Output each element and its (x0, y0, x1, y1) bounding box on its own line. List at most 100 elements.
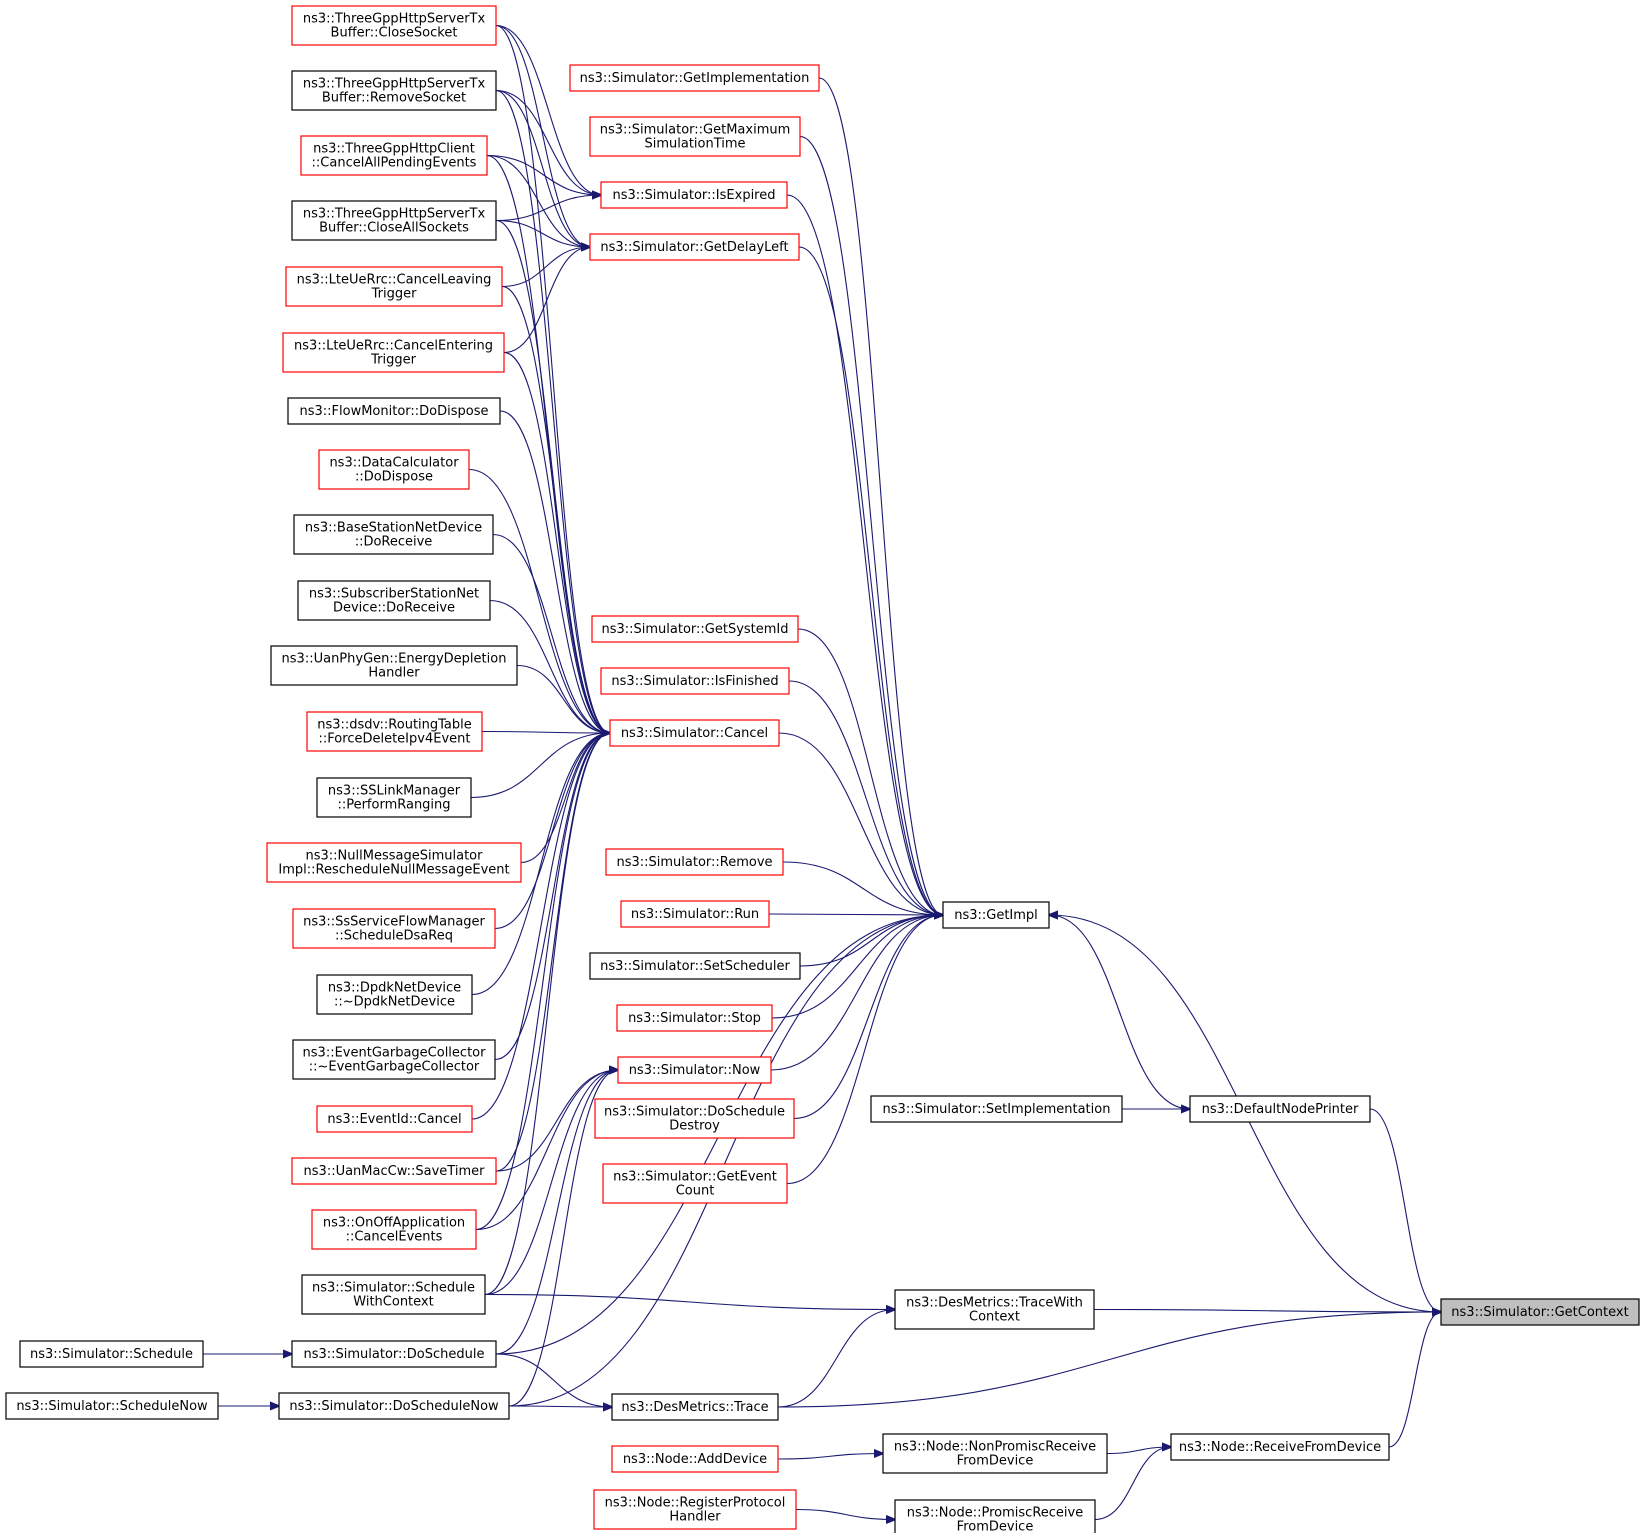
node-box[interactable] (882, 1433, 1108, 1474)
node-stop[interactable]: ns3::Simulator::Stop (616, 1004, 773, 1032)
node-setScheduler[interactable]: ns3::Simulator::SetScheduler (589, 952, 801, 980)
node-addDevice[interactable]: ns3::Node::AddDevice (611, 1445, 779, 1473)
node-box[interactable] (602, 1163, 788, 1204)
node-box[interactable] (19, 1340, 204, 1368)
node-doScheduleNow[interactable]: ns3::Simulator::DoScheduleNow (278, 1392, 510, 1420)
node-eventIdCancel[interactable]: ns3::EventId::Cancel (316, 1105, 473, 1133)
node-isFinished[interactable]: ns3::Simulator::IsFinished (600, 667, 790, 695)
node-box[interactable] (894, 1289, 1095, 1330)
node-box[interactable] (1170, 1433, 1390, 1461)
node-getContext[interactable]: ns3::Simulator::GetContext (1440, 1298, 1640, 1326)
node-box[interactable] (282, 332, 505, 373)
node-cancelAllPending[interactable]: ns3::ThreeGppHttpClient::CancelAllPendin… (300, 135, 488, 176)
node-uanSaveTimer[interactable]: ns3::UanMacCw::SaveTimer (291, 1157, 497, 1185)
node-box[interactable] (293, 514, 494, 555)
node-box[interactable] (594, 1098, 795, 1139)
node-isExpired[interactable]: ns3::Simulator::IsExpired (600, 181, 788, 209)
node-box[interactable] (600, 181, 788, 209)
node-box[interactable] (620, 900, 770, 928)
node-box[interactable] (270, 645, 518, 686)
node-trace[interactable]: ns3::DesMetrics::Trace (611, 1393, 779, 1421)
node-box[interactable] (292, 1039, 496, 1080)
node-box[interactable] (311, 1209, 477, 1250)
node-scheduleNow[interactable]: ns3::Simulator::ScheduleNow (5, 1392, 219, 1420)
node-getDelayLeft[interactable]: ns3::Simulator::GetDelayLeft (589, 233, 800, 261)
node-closeSocket[interactable]: ns3::ThreeGppHttpServerTxBuffer::CloseSo… (291, 5, 497, 46)
node-onOffCancel[interactable]: ns3::OnOffApplication::CancelEvents (311, 1209, 477, 1250)
node-doSchedule[interactable]: ns3::Simulator::DoSchedule (291, 1340, 497, 1368)
node-box[interactable] (589, 116, 801, 157)
node-flowMonitorDispose[interactable]: ns3::FlowMonitor::DoDispose (287, 397, 501, 425)
node-box[interactable] (318, 449, 470, 490)
node-box[interactable] (600, 667, 790, 695)
node-box[interactable] (301, 1274, 486, 1315)
node-dataCalcDispose[interactable]: ns3::DataCalculator::DoDispose (318, 449, 470, 490)
node-box[interactable] (611, 1393, 779, 1421)
node-ssLink[interactable]: ns3::SSLinkManager::PerformRanging (316, 777, 472, 818)
node-defaultNodePrinter[interactable]: ns3::DefaultNodePrinter (1189, 1095, 1371, 1123)
node-bsDoReceive[interactable]: ns3::BaseStationNetDevice::DoReceive (293, 514, 494, 555)
node-nullMsg[interactable]: ns3::NullMessageSimulatorImpl::Reschedul… (266, 842, 522, 883)
node-cancel[interactable]: ns3::Simulator::Cancel (609, 719, 780, 747)
node-box[interactable] (1440, 1298, 1640, 1326)
node-receiveFromDevice[interactable]: ns3::Node::ReceiveFromDevice (1170, 1433, 1390, 1461)
node-egc[interactable]: ns3::EventGarbageCollector::~EventGarbag… (292, 1039, 496, 1080)
node-box[interactable] (1189, 1095, 1371, 1123)
node-removeSocket[interactable]: ns3::ThreeGppHttpServerTxBuffer::RemoveS… (291, 70, 497, 111)
node-box[interactable] (285, 266, 503, 307)
node-box[interactable] (609, 719, 780, 747)
node-getImplementation[interactable]: ns3::Simulator::GetImplementation (569, 64, 820, 92)
node-box[interactable] (316, 1105, 473, 1133)
node-remove[interactable]: ns3::Simulator::Remove (605, 848, 784, 876)
node-box[interactable] (5, 1392, 219, 1420)
node-box[interactable] (616, 1004, 773, 1032)
node-box[interactable] (611, 1445, 779, 1473)
node-box[interactable] (870, 1095, 1123, 1123)
node-box[interactable] (591, 615, 799, 643)
node-box[interactable] (297, 580, 491, 621)
node-ssService[interactable]: ns3::SsServiceFlowManager::ScheduleDsaRe… (292, 908, 496, 949)
node-now[interactable]: ns3::Simulator::Now (617, 1056, 772, 1084)
node-box[interactable] (291, 70, 497, 111)
node-dpdk[interactable]: ns3::DpdkNetDevice::~DpdkNetDevice (316, 974, 473, 1015)
node-box[interactable] (589, 233, 800, 261)
node-box[interactable] (306, 711, 483, 752)
node-box[interactable] (291, 200, 497, 241)
node-box[interactable] (894, 1499, 1096, 1533)
node-getImpl[interactable]: ns3::GetImpl (942, 901, 1050, 929)
node-box[interactable] (942, 901, 1050, 929)
node-run[interactable]: ns3::Simulator::Run (620, 900, 770, 928)
node-schedule[interactable]: ns3::Simulator::Schedule (19, 1340, 204, 1368)
node-box[interactable] (266, 842, 522, 883)
node-setImplementation[interactable]: ns3::Simulator::SetImplementation (870, 1095, 1123, 1123)
node-box[interactable] (569, 64, 820, 92)
node-ssDoReceive[interactable]: ns3::SubscriberStationNetDevice::DoRecei… (297, 580, 491, 621)
node-box[interactable] (292, 908, 496, 949)
node-box[interactable] (605, 848, 784, 876)
node-box[interactable] (593, 1489, 797, 1530)
node-box[interactable] (278, 1392, 510, 1420)
node-getSystemId[interactable]: ns3::Simulator::GetSystemId (591, 615, 799, 643)
node-closeAllSockets[interactable]: ns3::ThreeGppHttpServerTxBuffer::CloseAl… (291, 200, 497, 241)
node-box[interactable] (291, 5, 497, 46)
node-box[interactable] (316, 974, 473, 1015)
node-box[interactable] (316, 777, 472, 818)
node-dsdvForce[interactable]: ns3::dsdv::RoutingTable::ForceDeleteIpv4… (306, 711, 483, 752)
node-box[interactable] (589, 952, 801, 980)
node-box[interactable] (287, 397, 501, 425)
node-box[interactable] (291, 1340, 497, 1368)
node-box[interactable] (617, 1056, 772, 1084)
node-box[interactable] (291, 1157, 497, 1185)
node-box[interactable] (300, 135, 488, 176)
